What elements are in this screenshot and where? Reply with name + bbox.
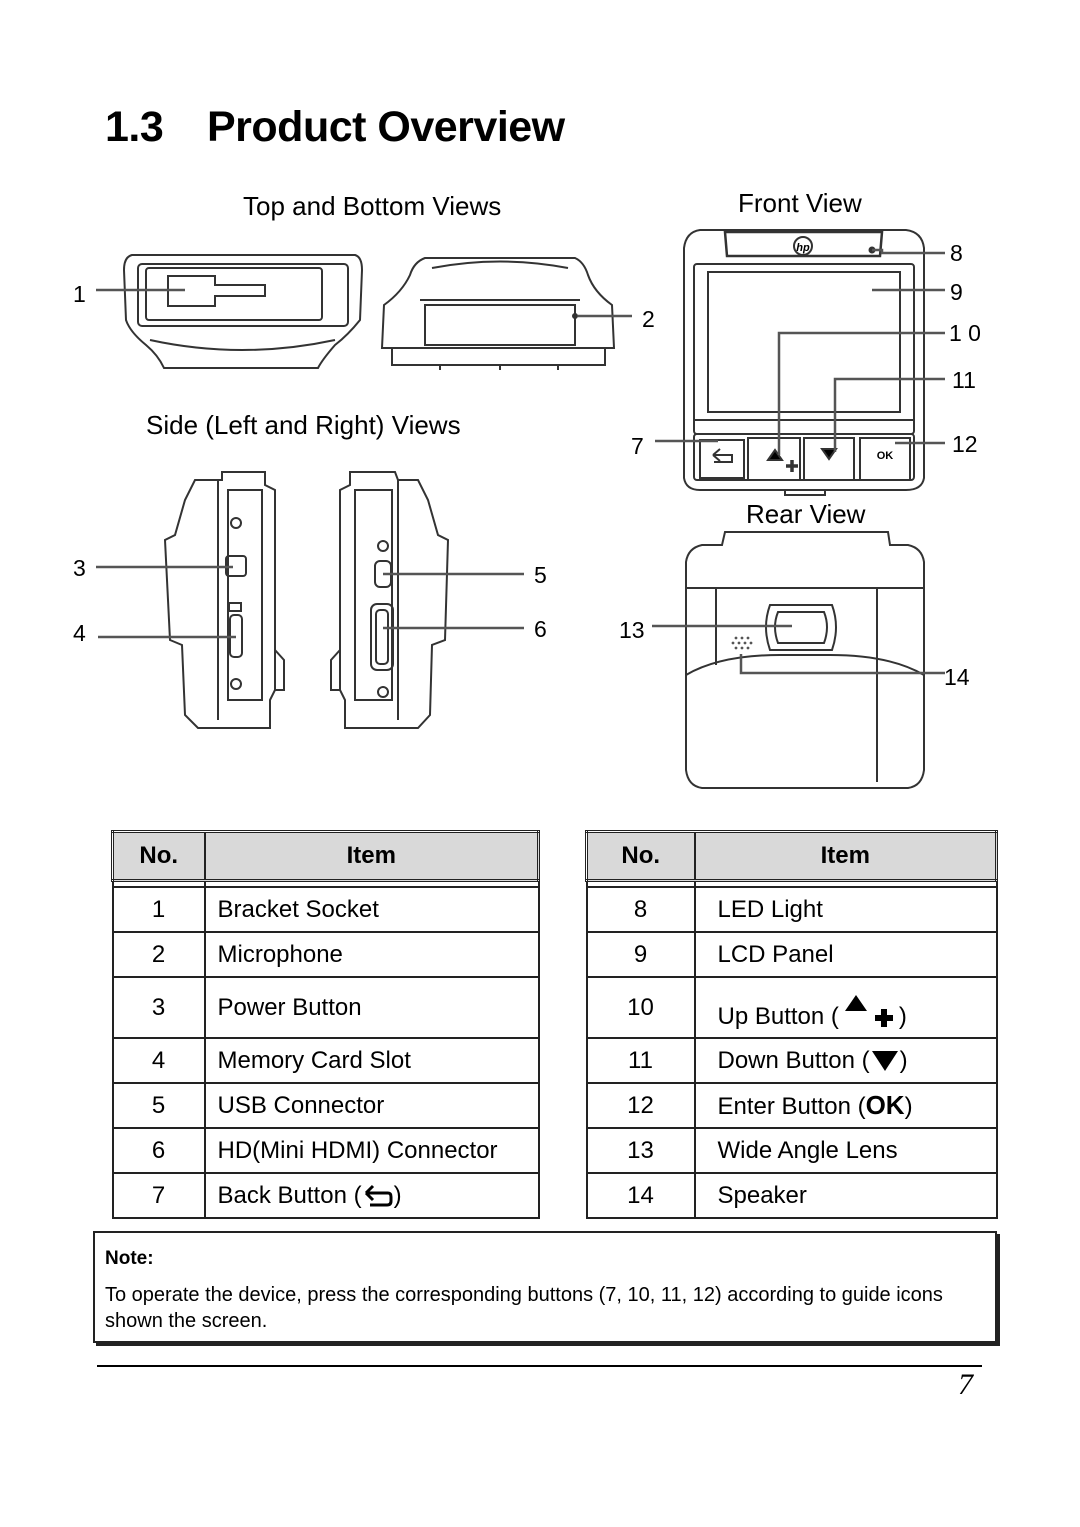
row-item-suffix: ) <box>898 1003 907 1030</box>
row-no: 7 <box>111 1172 206 1219</box>
callout-5: 5 <box>534 562 547 588</box>
header-no: No. <box>585 830 696 882</box>
header-no: No. <box>111 830 206 882</box>
callout-10: 1 0 <box>949 320 981 346</box>
row-no: 11 <box>585 1037 696 1084</box>
row-item: LCD Panel <box>693 931 998 978</box>
ok-icon: OK <box>865 1090 905 1120</box>
header-item: Item <box>693 830 998 882</box>
callout-8: 8 <box>950 240 963 266</box>
row-item: Power Button <box>203 976 540 1039</box>
left-side-view-drawing <box>163 471 285 729</box>
side-views-label: Side (Left and Right) Views <box>146 410 461 440</box>
note-body: To operate the device, press the corresp… <box>105 1284 943 1332</box>
row-no: 8 <box>585 886 696 933</box>
hp-logo: hp <box>796 242 810 254</box>
row-item: Memory Card Slot <box>203 1037 540 1084</box>
row-item-with-icon: Up Button () <box>693 976 998 1039</box>
product-diagram: hp OK <box>96 229 945 789</box>
up-plus-icon <box>844 995 893 1027</box>
callout-1: 1 <box>73 281 86 307</box>
row-item-suffix: ) <box>904 1093 913 1120</box>
section-number: 1.3 <box>105 103 164 151</box>
row-item-with-icon: Back Button () <box>203 1172 540 1219</box>
row-item: Speaker <box>693 1172 998 1219</box>
row-no: 9 <box>585 931 696 978</box>
row-no: 14 <box>585 1172 696 1219</box>
row-item: Wide Angle Lens <box>693 1127 998 1174</box>
row-item-text: Down Button ( <box>717 1046 870 1074</box>
callout-12: 12 <box>952 431 978 457</box>
front-view-label: Front View <box>738 188 862 218</box>
row-item: HD(Mini HDMI) Connector <box>203 1127 540 1174</box>
section-heading: 1.3 Product Overview <box>105 103 565 152</box>
top-bottom-views-label: Top and Bottom Views <box>243 191 502 221</box>
row-no: 1 <box>111 886 206 933</box>
section-title: Product Overview <box>207 103 565 151</box>
callout-2: 2 <box>642 306 655 332</box>
right-side-view-drawing <box>330 471 450 729</box>
ok-button-glyph: OK <box>877 450 894 462</box>
rear-view-drawing <box>685 531 925 789</box>
row-item: USB Connector <box>203 1082 540 1129</box>
row-item: Microphone <box>203 931 540 978</box>
row-item-text: Back Button ( <box>217 1181 362 1209</box>
back-arrow-icon <box>364 1185 393 1207</box>
row-item-text: Up Button ( <box>717 1003 839 1030</box>
footer-rule <box>97 1365 982 1367</box>
page-number: 7 <box>958 1368 973 1401</box>
callout-4: 4 <box>73 620 86 646</box>
note-title: Note: <box>105 1248 154 1269</box>
row-item-with-icon: Down Button () <box>693 1037 998 1084</box>
row-no: 13 <box>585 1127 696 1174</box>
callout-7: 7 <box>631 433 644 459</box>
row-no: 3 <box>111 976 206 1039</box>
row-no: 2 <box>111 931 206 978</box>
rear-view-label: Rear View <box>746 499 866 529</box>
front-view-drawing <box>683 229 925 496</box>
row-no: 10 <box>585 976 696 1039</box>
header-item: Item <box>203 830 540 882</box>
row-item-with-icon: Enter Button (OK) <box>693 1082 998 1129</box>
row-item: Bracket Socket <box>203 886 540 933</box>
callout-14: 14 <box>944 664 970 690</box>
callout-13: 13 <box>619 617 645 643</box>
note-box: Note: To operate the device, press the c… <box>93 1231 997 1343</box>
row-no: 5 <box>111 1082 206 1129</box>
back-arrow-icon <box>712 448 733 463</box>
row-item-suffix: ) <box>899 1046 908 1074</box>
bottom-view-drawing <box>380 257 616 370</box>
callout-9: 9 <box>950 279 963 305</box>
top-view-drawing <box>122 254 364 369</box>
row-no: 12 <box>585 1082 696 1129</box>
plus-icon <box>786 460 798 472</box>
row-item-text: Enter Button ( <box>717 1093 866 1120</box>
row-item: LED Light <box>693 886 998 933</box>
row-no: 6 <box>111 1127 206 1174</box>
down-triangle-icon <box>871 1051 898 1072</box>
callout-6: 6 <box>534 616 547 642</box>
row-item-suffix: ) <box>393 1181 402 1209</box>
callout-3: 3 <box>73 555 86 581</box>
row-no: 4 <box>111 1037 206 1084</box>
down-triangle-icon <box>820 448 838 461</box>
callout-11: 11 <box>952 367 976 393</box>
